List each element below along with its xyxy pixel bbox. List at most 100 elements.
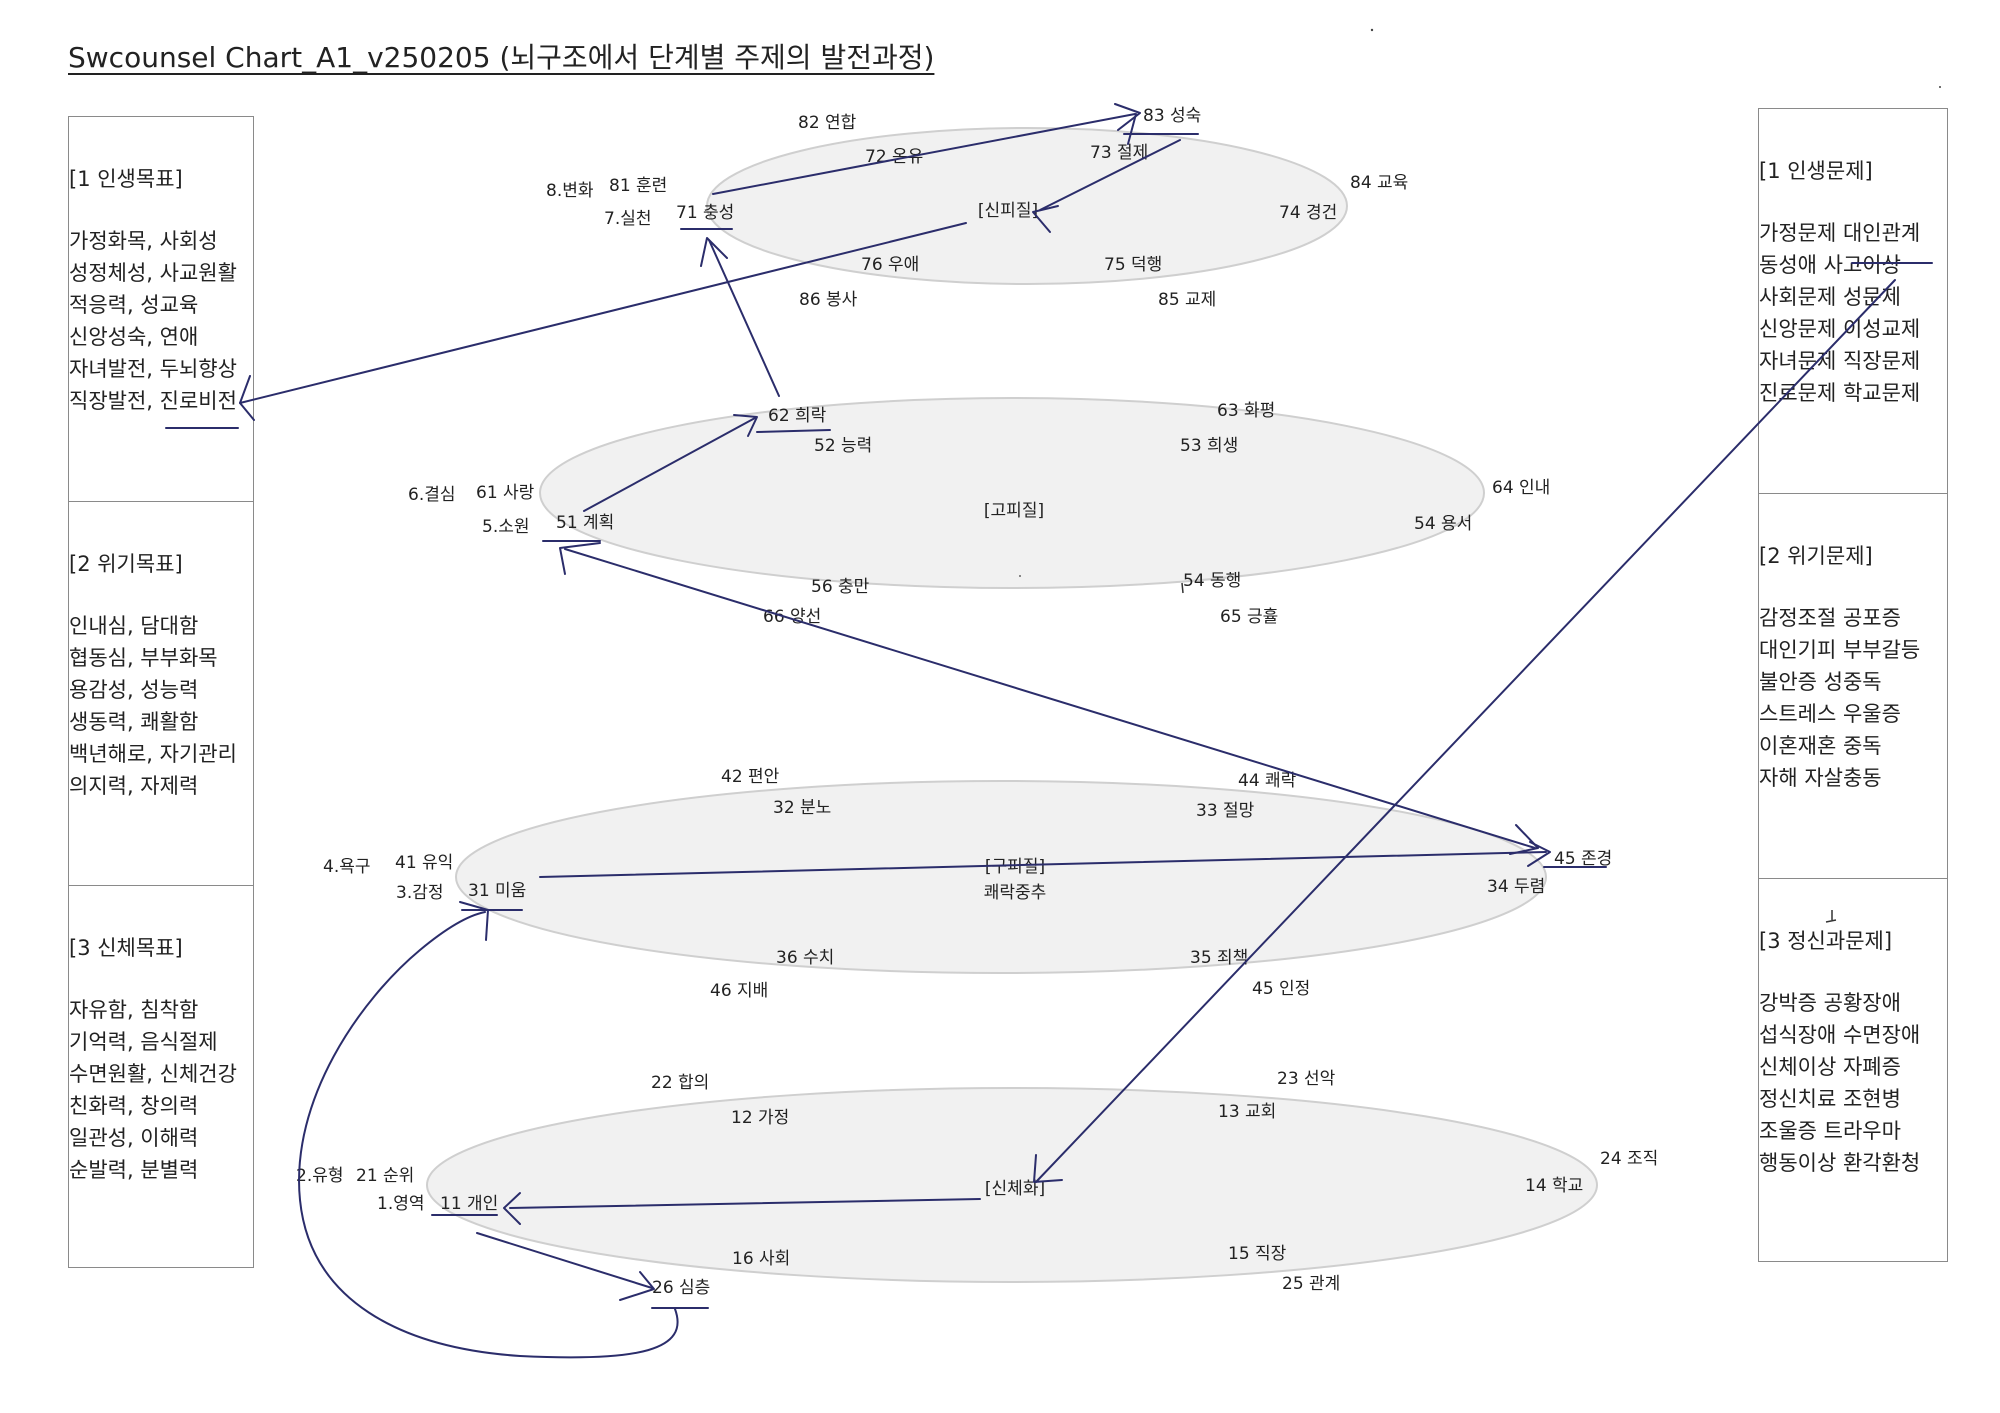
- node-label: 65 긍휼: [1220, 607, 1278, 627]
- page-title: Swcounsel Chart_A1_v250205 (뇌구조에서 단계별 주제…: [68, 41, 935, 74]
- node-label: 54 동행: [1183, 571, 1241, 591]
- list-item: 동성애 사고이상: [1759, 253, 1901, 277]
- node-label: 75 덕행: [1104, 255, 1162, 275]
- list-item: 가정화목, 사회성: [69, 229, 218, 253]
- node-label: 8.변화: [546, 181, 594, 201]
- arrow-line: [539, 851, 1547, 878]
- list-item: 순발력, 분별력: [69, 1158, 199, 1182]
- node-label: 41 유익: [395, 853, 453, 873]
- stray-dot: [1019, 575, 1021, 577]
- arrow-line: [1035, 279, 1896, 1183]
- somatization-ellipse: [426, 1087, 1598, 1283]
- node-label: 56 충만: [811, 577, 870, 597]
- list-item: 신체이상 자폐증: [1759, 1055, 1901, 1079]
- list-item: 친화력, 창의력: [69, 1094, 199, 1118]
- node-label: 12 가정: [731, 1108, 789, 1128]
- list-item: 직장발전, 진로비전: [69, 389, 237, 413]
- node-label: 45 인정: [1252, 979, 1310, 999]
- list-item: 자유함, 침착함: [69, 998, 199, 1022]
- node-label: 76 우애: [861, 255, 919, 275]
- list-item: 성정체성, 사교원활: [69, 261, 237, 285]
- node-label: 26 심층: [652, 1278, 710, 1298]
- list-item: 이혼재혼 중독: [1759, 734, 1882, 758]
- node-label: 23 선악: [1277, 1069, 1336, 1089]
- list-item: 적응력, 성교육: [69, 293, 199, 317]
- neocortex-ellipse: [706, 127, 1348, 285]
- body-goals-section: [3 신체목표] 자유함, 침착함 기억력, 음식절제 수면원활, 신체건강 친…: [69, 885, 253, 1269]
- psychiatric-problems-section: [3 정신과문제] 강박증 공황장애 섭식장애 수면장애 신체이상 자폐증 정신…: [1759, 878, 1947, 1261]
- curved-arrow-line: [298, 911, 679, 1359]
- list-item: 자녀문제 직장문제: [1759, 349, 1921, 373]
- node-label: 63 화평: [1217, 401, 1275, 421]
- node-label: 84 교육: [1350, 173, 1408, 193]
- node-label: 54 용서: [1414, 514, 1472, 534]
- node-label: 15 직장: [1228, 1244, 1287, 1264]
- node-label: 36 수치: [776, 948, 834, 968]
- list-item: 자녀발전, 두뇌향상: [69, 357, 237, 381]
- node-label: 53 희생: [1180, 436, 1238, 456]
- list-item: 수면원활, 신체건강: [69, 1062, 237, 1086]
- node-label: 2.유형: [296, 1166, 344, 1186]
- stray-mark: [1181, 582, 1184, 594]
- section-heading: [2 위기목표]: [69, 552, 183, 576]
- arrowhead: [1114, 103, 1141, 131]
- node-label: 21 순위: [356, 1166, 414, 1186]
- arrow-line: [708, 239, 780, 397]
- node-label: 73 절제: [1090, 143, 1148, 163]
- node-label: 44 쾌락: [1238, 771, 1297, 791]
- arrowhead: [1032, 205, 1059, 233]
- life-problems-section: [1 인생문제] 가정문제 대인관계 동성애 사고이상 사회문제 성문제 신앙문…: [1759, 109, 1947, 493]
- crisis-goals-section: [2 위기목표] 인내심, 담대함 협동심, 부부화목 용감성, 성능력 생동력…: [69, 501, 253, 885]
- node-label: 22 합의: [651, 1073, 709, 1093]
- node-label: 7.실천: [604, 209, 652, 229]
- goals-panel: [1 인생목표] 가정화목, 사회성 성정체성, 사교원활 적응력, 성교육 신…: [68, 116, 254, 1268]
- node-label: 86 봉사: [799, 290, 858, 310]
- problems-panel: [1 인생문제] 가정문제 대인관계 동성애 사고이상 사회문제 성문제 신앙문…: [1758, 108, 1948, 1262]
- crisis-problems-section: [2 위기문제] 감정조절 공포증 대인기피 부부갈등 불안증 성중독 스트레스…: [1759, 493, 1947, 878]
- arrow-line: [239, 222, 967, 404]
- node-label: 34 두렴: [1487, 877, 1545, 897]
- arrow-line: [476, 1232, 653, 1289]
- list-item: 진로문제 학교문제: [1759, 381, 1921, 405]
- node-label: 85 교제: [1158, 290, 1216, 310]
- node-label: 4.욕구: [323, 857, 371, 877]
- node-label: 42 편안: [721, 767, 780, 787]
- list-item: 불안증 성중독: [1759, 670, 1882, 694]
- node-label: 83 성숙: [1143, 106, 1201, 126]
- list-item: 신앙성숙, 연애: [69, 325, 199, 349]
- paleocortex-ellipse: [539, 397, 1485, 589]
- node-label: 1.영역: [377, 1194, 425, 1214]
- arrow-tick: [1127, 113, 1137, 145]
- list-item: 스트레스 우울증: [1759, 702, 1901, 726]
- arrowhead: [459, 901, 489, 941]
- arrow-line: [509, 1198, 981, 1209]
- node-label: 35 죄책: [1190, 948, 1248, 968]
- stage-center-sublabel: 쾌락중추: [984, 883, 1047, 903]
- stage-center-label: [고피질]: [984, 501, 1044, 521]
- list-item: 섭식장애 수면장애: [1759, 1023, 1921, 1047]
- arrowhead: [239, 375, 255, 421]
- list-item: 행동이상 환각환청: [1759, 1151, 1921, 1175]
- stage-center-label: [신피질]: [978, 201, 1038, 221]
- stray-mark: [1825, 910, 1837, 923]
- arrowhead: [1033, 1154, 1063, 1183]
- arrowhead: [619, 1271, 655, 1301]
- node-label: 51 계획: [556, 513, 614, 533]
- arrow-line: [583, 417, 756, 512]
- node-label: 31 미움: [468, 881, 526, 901]
- section-heading: [3 신체목표]: [69, 936, 183, 960]
- node-label: 62 희락: [768, 406, 827, 426]
- archicortex-ellipse: [455, 780, 1547, 974]
- list-item: 생동력, 쾌활함: [69, 710, 199, 734]
- life-goals-section: [1 인생목표] 가정화목, 사회성 성정체성, 사교원활 적응력, 성교육 신…: [69, 117, 253, 501]
- arrow-line: [712, 113, 1136, 195]
- node-label: 14 학교: [1525, 1176, 1583, 1196]
- node-label: 3.감정: [396, 883, 444, 903]
- list-item: 용감성, 성능력: [69, 678, 199, 702]
- list-item: 조울증 트라우마: [1759, 1119, 1901, 1143]
- section-heading: [2 위기문제]: [1759, 544, 1873, 568]
- stray-dot: [1939, 86, 1941, 88]
- node-label: 74 경건: [1279, 203, 1337, 223]
- node-label: 64 인내: [1492, 478, 1550, 498]
